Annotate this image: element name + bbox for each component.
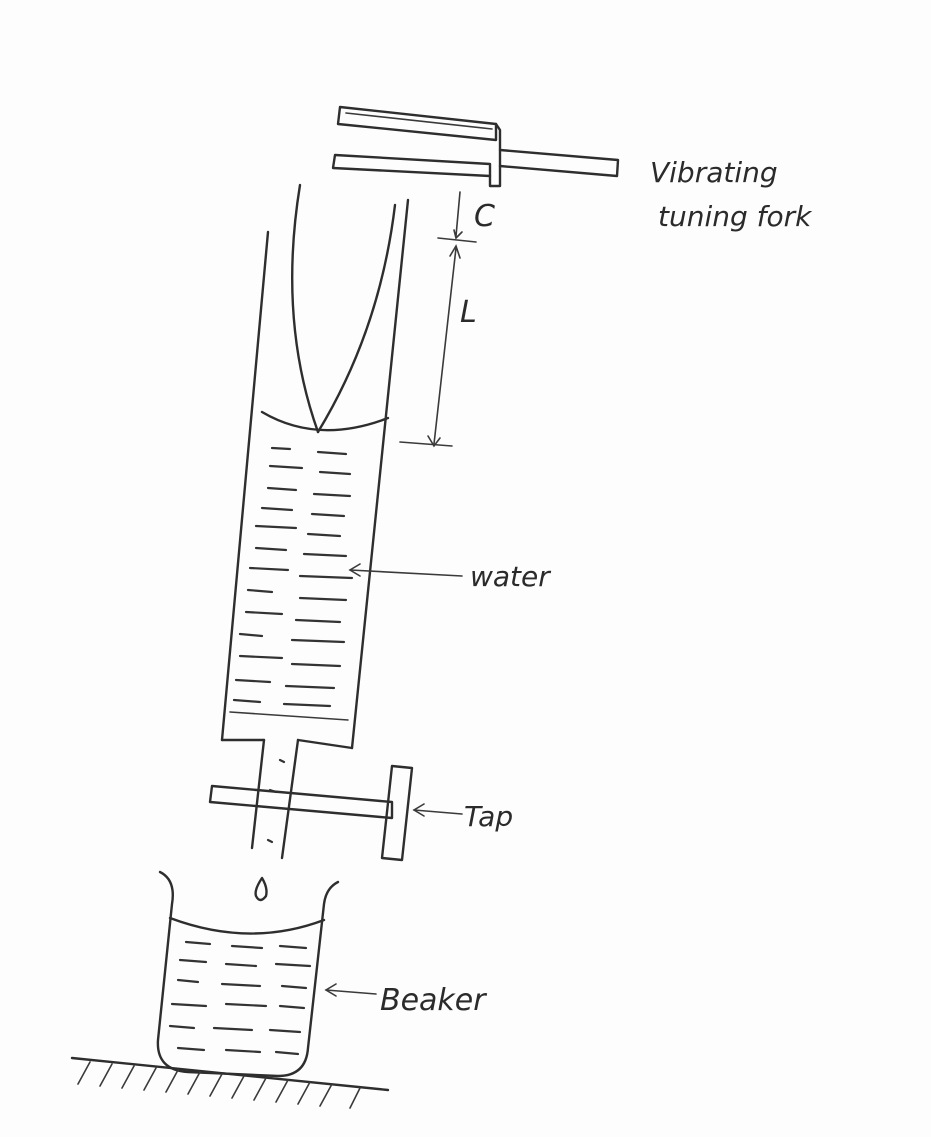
dimension-l <box>399 244 461 448</box>
label-beaker: Beaker <box>380 983 487 1018</box>
tap-bar <box>208 784 394 820</box>
fork-bottom-prong <box>331 153 492 178</box>
water-fill <box>232 446 354 708</box>
dimension-c <box>437 191 477 243</box>
tube-left-wall <box>220 230 270 742</box>
water-drop <box>254 876 268 902</box>
label-c: C <box>474 199 495 234</box>
bench-surface <box>70 1056 390 1109</box>
standing-wave-envelope <box>291 183 320 434</box>
label-l: L <box>460 295 477 330</box>
fork-bend <box>488 122 502 188</box>
label-tap: Tap <box>464 800 513 833</box>
tube-bottom <box>220 738 354 750</box>
fork-handle <box>498 148 620 178</box>
beaker-pointer <box>325 989 377 995</box>
resonance-tube <box>220 183 410 750</box>
tube-right-wall <box>350 198 410 750</box>
beaker <box>156 870 340 1078</box>
water-surface <box>260 410 390 432</box>
tap-pointer <box>413 809 463 815</box>
fork-top-prong <box>336 105 498 142</box>
beaker-water-surface <box>168 916 326 935</box>
outlet-pipe <box>250 738 300 860</box>
label-fork-line2: tuning fork <box>658 200 813 233</box>
tap <box>208 764 414 862</box>
label-fork-line1: Vibrating <box>650 156 778 189</box>
water-pointer <box>349 569 463 577</box>
tap-handle <box>380 764 414 862</box>
beaker-outline <box>156 870 340 1078</box>
beaker-water-fill <box>168 940 312 1056</box>
label-water: water <box>470 560 551 593</box>
tuning-fork <box>331 105 620 188</box>
